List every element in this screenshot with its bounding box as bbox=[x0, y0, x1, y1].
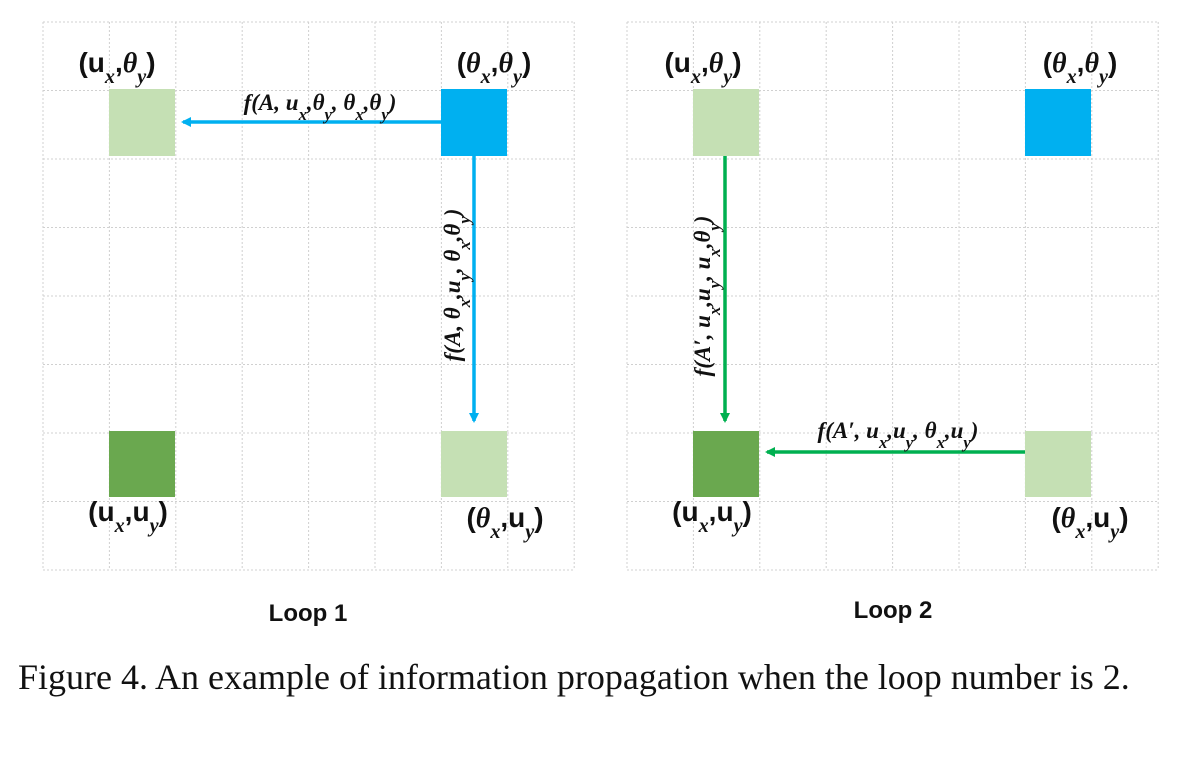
loop1-title: Loop 1 bbox=[269, 600, 348, 627]
loop2-label-bottom-right: (θx,uy) bbox=[1051, 502, 1128, 543]
loop1-label-bottom-left: (ux,uy) bbox=[88, 496, 168, 537]
propagation-diagram: (ux,θy) (θx,θy) (ux,uy) (θx,uy) f(A, ux,… bbox=[42, 21, 1159, 627]
loop2-title: Loop 2 bbox=[854, 597, 933, 624]
loop2-label-bottom-left: (ux,uy) bbox=[672, 496, 752, 537]
loop1-label-top-left: (ux,θy) bbox=[78, 47, 155, 88]
loop1-arrow-horizontal-label: f(A, ux,θy, θx,θy) bbox=[244, 90, 397, 124]
loop1-label-top-right: (θx,θy) bbox=[457, 47, 532, 88]
loop2-grid bbox=[626, 21, 1159, 571]
loop2-cell-bottom-right bbox=[1025, 431, 1091, 497]
loop1-arrow-vertical-label: f(A, θx,uy, θx,θy) bbox=[440, 209, 474, 362]
figure-caption: Figure 4. An example of information prop… bbox=[18, 657, 1130, 697]
loop1-cell-top-left bbox=[109, 89, 175, 156]
loop1-cell-top-right bbox=[441, 89, 507, 156]
loop2-cell-bottom-left bbox=[693, 431, 759, 497]
loop2-arrow-horizontal-label: f(A′, ux,uy, θx,uy) bbox=[818, 418, 979, 452]
loop2-label-top-left: (ux,θy) bbox=[664, 47, 741, 88]
loop1-label-bottom-right: (θx,uy) bbox=[466, 502, 543, 543]
loop2-label-top-right: (θx,θy) bbox=[1043, 47, 1118, 88]
loop1-cell-bottom-right bbox=[441, 431, 507, 497]
loop2-panel: (ux,θy) (θx,θy) (ux,uy) (θx,uy) f(A′, ux… bbox=[626, 21, 1159, 624]
loop2-cell-top-right bbox=[1025, 89, 1091, 156]
loop2-arrow-vertical-label: f(A′, ux,uy, ux,θy) bbox=[690, 216, 724, 377]
loop1-panel: (ux,θy) (θx,θy) (ux,uy) (θx,uy) f(A, ux,… bbox=[42, 21, 575, 627]
loop2-cell-top-left bbox=[693, 89, 759, 156]
loop1-cell-bottom-left bbox=[109, 431, 175, 497]
